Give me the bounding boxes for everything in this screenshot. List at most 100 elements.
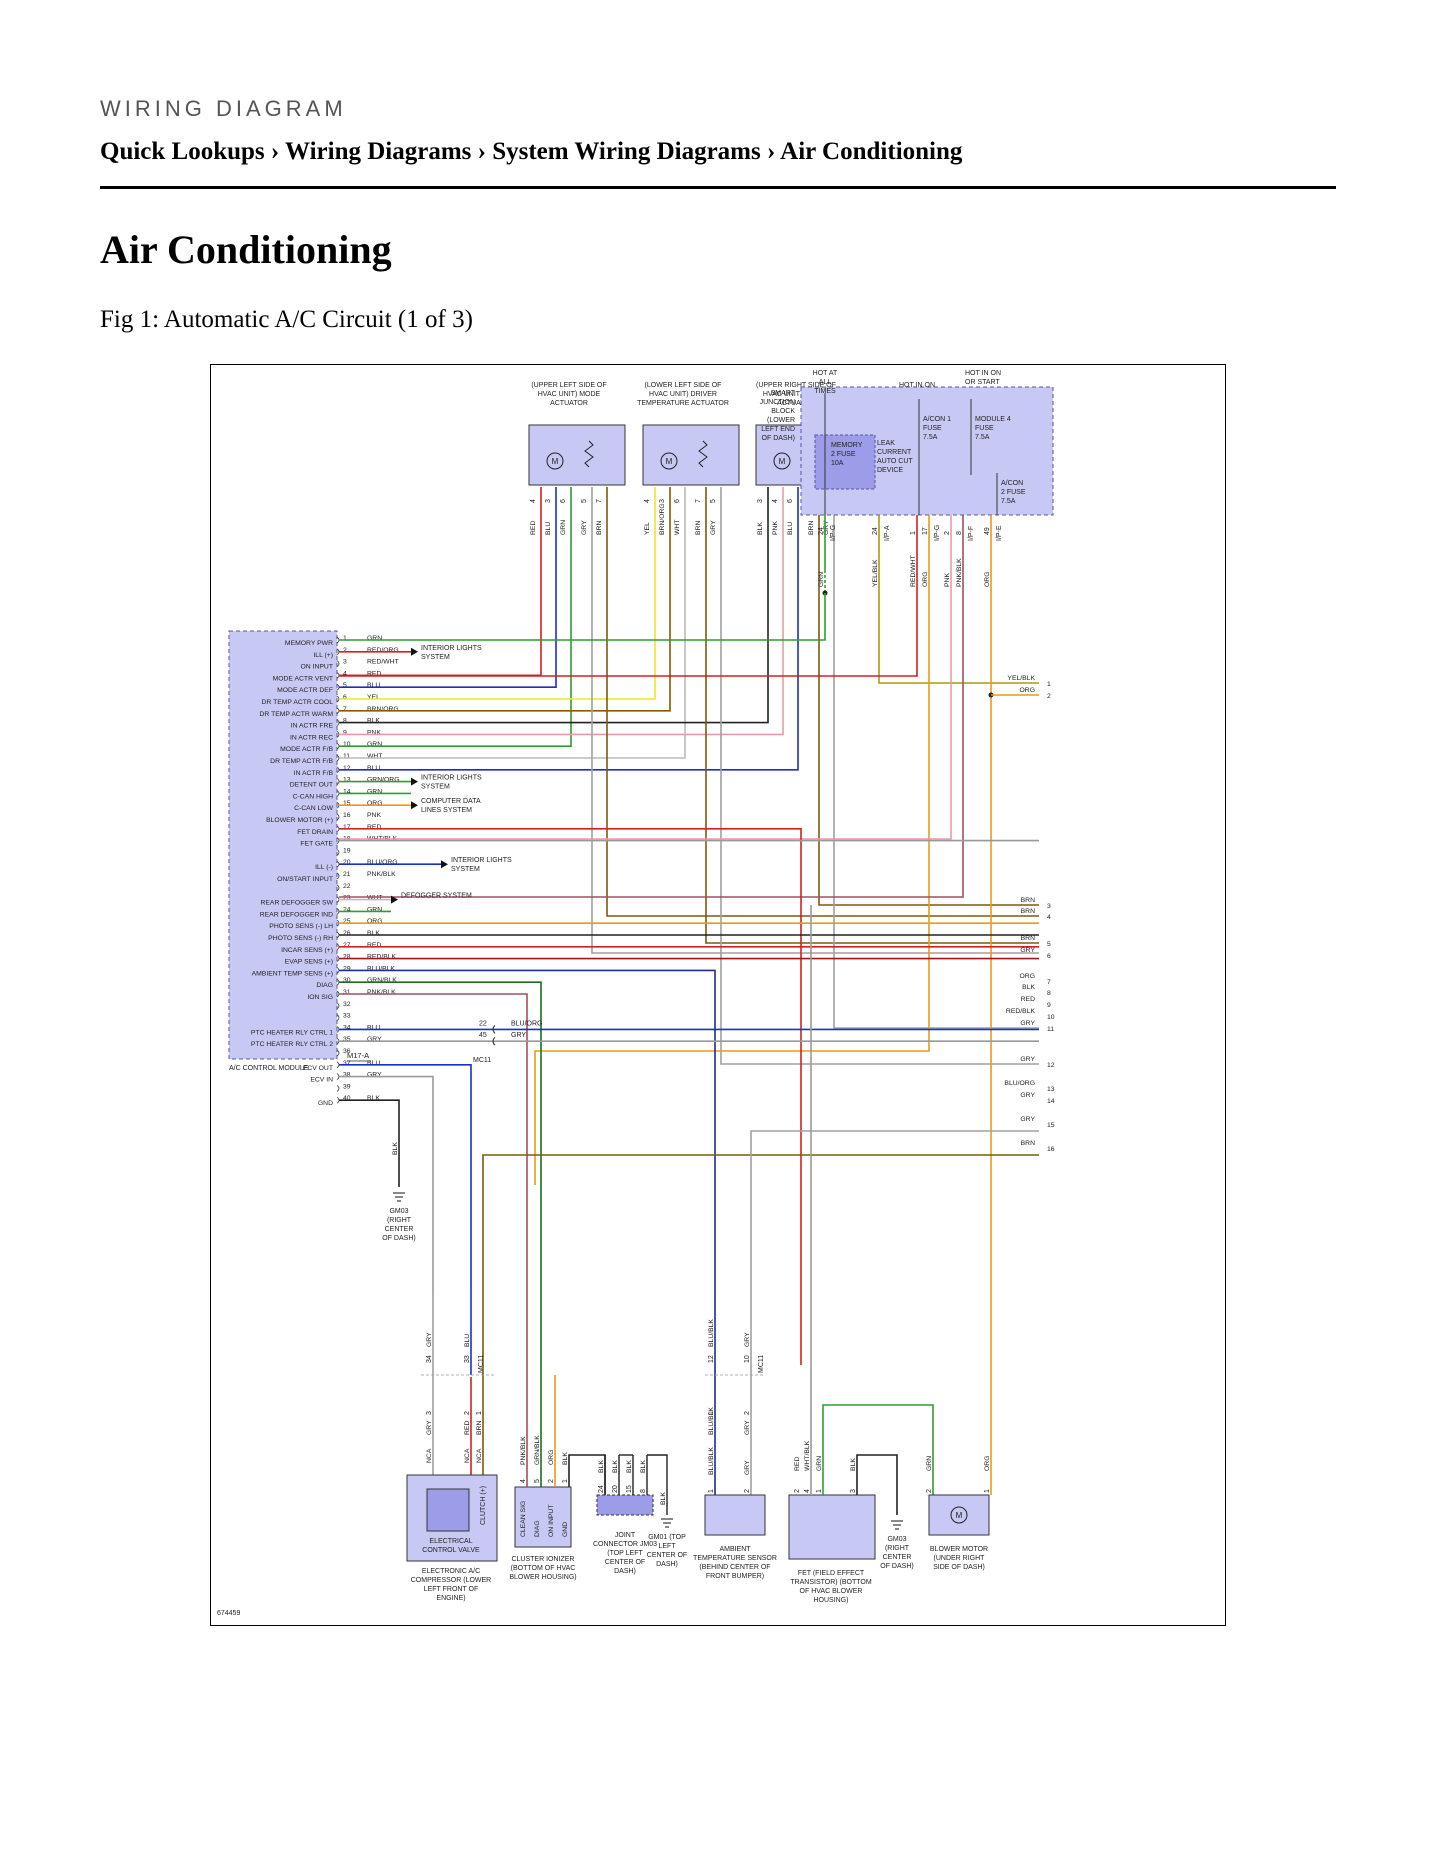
ambient-sensor (704, 1494, 766, 1536)
fuse-label: 2 FUSE (1001, 489, 1026, 496)
fuse-label: 10A (831, 460, 844, 467)
right-edge-wire: ORG (1020, 973, 1035, 980)
actuator-body (528, 424, 626, 486)
motor-icon (773, 452, 791, 470)
actuator-pin-number: 6 (674, 499, 681, 503)
motor-label: M (666, 457, 673, 466)
nca-label: NCA (464, 1448, 471, 1463)
ground-label: DASH) (656, 1561, 678, 1568)
mc11-wire: BLU/ORG (511, 1020, 543, 1027)
wire-fet-drain (339, 827, 802, 1365)
right-edge-ref: 6 (1047, 953, 1051, 960)
wire-brn-temp (705, 487, 1039, 944)
actuator-pin-wire: GRN (560, 520, 567, 535)
fet-pin: 3 (850, 1489, 857, 1493)
module-pin-number: 35 (343, 1036, 351, 1043)
wire-memory-pwr (339, 593, 826, 641)
joint-pin: 24 (598, 1485, 605, 1493)
module-pin-number: 2 (343, 647, 347, 654)
module-pin-function: DR TEMP ACTR WARM (259, 711, 333, 718)
module-pin-number: 13 (343, 777, 351, 784)
module-pin-wire: GRN/ORG (367, 777, 399, 784)
module-pin-function: REAR DEFOGGER SW (260, 900, 333, 907)
ecv-label: CONTROL VALVE (422, 1547, 480, 1554)
joint-caption: CENTER OF (605, 1559, 645, 1566)
module-pin-number: 20 (343, 859, 351, 866)
wire-ambient-gry (750, 1130, 1039, 1295)
module-pin-function: DETENT OUT (290, 782, 333, 789)
fet-caption: OF HVAC BLOWER (800, 1588, 863, 1595)
joint-connector (596, 1494, 654, 1516)
actuator-pin-number: 7 (695, 499, 702, 503)
mc11-label: MC11 (473, 1057, 491, 1064)
wire-org-ionizer (534, 515, 930, 1185)
joint-caption: DASH) (614, 1568, 636, 1575)
module-pin-wire: ORG (367, 918, 382, 925)
module-pin-wire: WHT (367, 895, 382, 902)
blower-motor-icon (950, 1506, 968, 1524)
ionizer-pin-function: GND (562, 1522, 569, 1537)
actuator-label: TEMPERATURE ACTUATOR (637, 400, 729, 407)
junction-pin-wire: ORG (922, 572, 929, 587)
right-edge-ref: 4 (1047, 914, 1051, 921)
ambient-caption: AMBIENT (719, 1546, 751, 1553)
joint-wire-line (647, 1454, 668, 1515)
wire-brn-mode (606, 487, 1039, 917)
junction-pin-number: 49 (984, 527, 991, 535)
breadcrumb[interactable]: Quick Lookups › Wiring Diagrams › System… (100, 138, 963, 165)
module-pin-function: MODE ACTR DEF (277, 687, 333, 694)
module-pin-number: 11 (343, 753, 350, 760)
actuator-pin-number: 6 (560, 499, 567, 503)
hot-at-all-times: HOT AT (813, 370, 838, 377)
right-edge-wire: ORG (1020, 687, 1035, 694)
fet-pin: 4 (804, 1489, 811, 1493)
fet-blower-wire (822, 1404, 934, 1495)
fuse-label: FUSE (923, 425, 942, 432)
module-pin-number: 34 (343, 1024, 351, 1031)
motor-label: M (779, 457, 786, 466)
junction-pin-connector: I/P-G (830, 525, 837, 541)
module-pin-wire: RED/ORG (367, 647, 399, 654)
right-edge-ref: 16 (1047, 1146, 1055, 1153)
wire-blower-pos (339, 515, 952, 840)
blower-caption: (UNDER RIGHT (934, 1555, 986, 1562)
compressor-caption: ELECTRONIC A/C (422, 1568, 480, 1575)
actuator-label: ACTUATOR (550, 400, 588, 407)
interior-lights-note: INTERIOR LIGHTS (421, 645, 482, 652)
ionizer-wire: GRN/BLK (534, 1435, 541, 1465)
module-pin-function: DIAG (316, 982, 333, 989)
junction-pin-number: 17 (922, 527, 929, 535)
mid-top-pin: 12 (708, 1355, 715, 1363)
junction-block-label: (LOWER (767, 417, 795, 424)
module-pin-number: 10 (343, 741, 351, 748)
module-pin-number: 16 (343, 812, 351, 819)
compressor-caption: COMPRESSOR (LOWER (411, 1577, 492, 1584)
fuse-label: 2 FUSE (831, 451, 856, 458)
module-pin-function: C-CAN LOW (294, 805, 333, 812)
actuator-label: HVAC UNIT) INTAKE (763, 391, 830, 398)
wire-clutch (482, 1154, 1039, 1365)
right-edge-ref: 10 (1047, 1014, 1055, 1021)
right-edge-wire: GRY (1020, 1116, 1035, 1123)
module-pin-wire: YEL (367, 694, 380, 701)
fet-box (788, 1494, 876, 1560)
fet-wire: GRN (816, 1456, 823, 1471)
fet-wire: BLK (850, 1458, 857, 1471)
module-pin-wire: PNK (367, 729, 381, 736)
right-edge-wire: BRN (1021, 1140, 1035, 1147)
motor-label: M (956, 1511, 963, 1520)
figure-id: 674459 (217, 1610, 240, 1617)
right-edge-ref: 11 (1047, 1026, 1054, 1033)
hot-at-all-times: ALL (819, 379, 832, 386)
module-pin-number: 9 (343, 729, 347, 736)
actuator-wire-yel (339, 487, 656, 700)
junction-pin-connector: I/P-G (934, 525, 941, 541)
module-pin-wire: PNK/BLK (367, 989, 396, 996)
actuator-pin-number: 4 (772, 499, 779, 503)
joint-wire: BLK (612, 1460, 619, 1473)
mc11-pin: 45 (479, 1032, 487, 1039)
mid-top-pin: 33 (464, 1355, 471, 1363)
actuator-label: ACTUATOR (777, 400, 815, 407)
right-edge-ref: 7 (1047, 979, 1051, 986)
motor-label: M (552, 457, 559, 466)
